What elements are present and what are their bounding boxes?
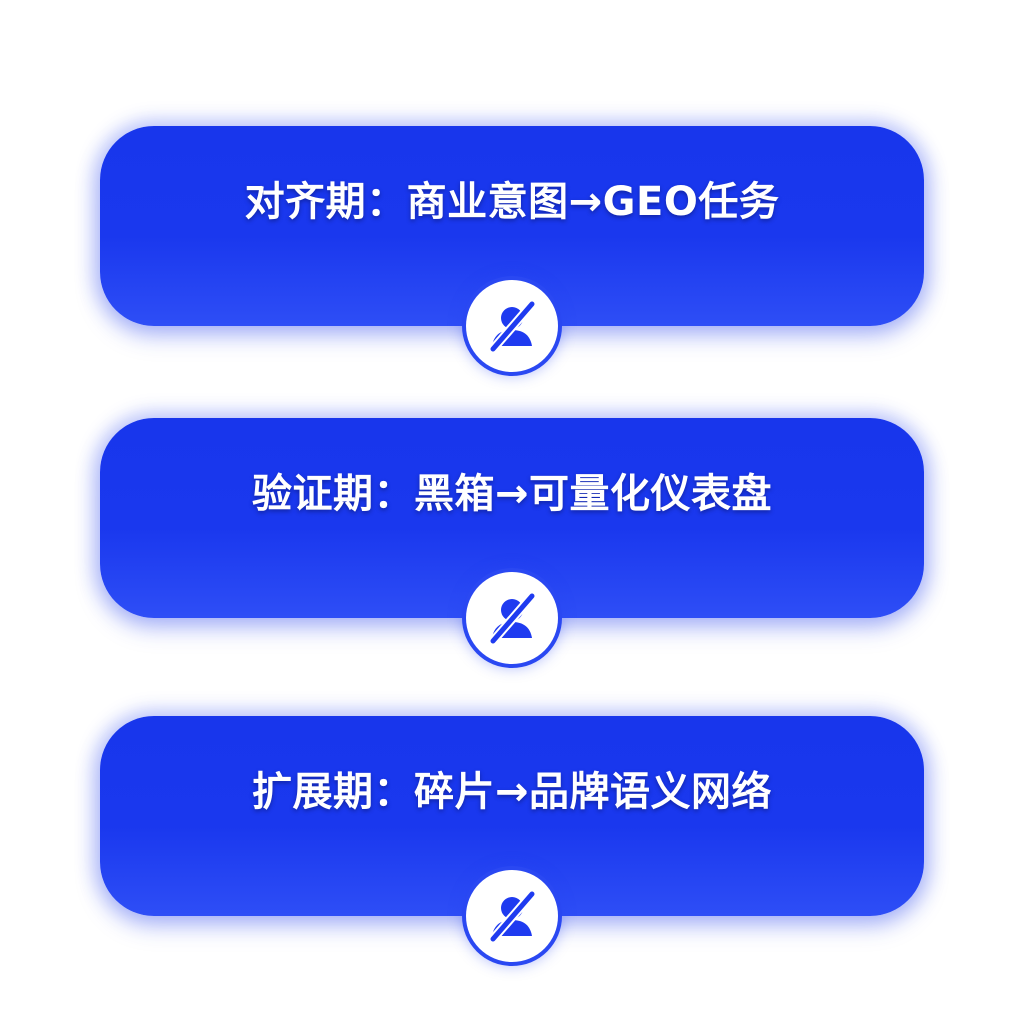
phase-badge-validation: [466, 572, 558, 664]
phase-card-alignment: 对齐期：商业意图→GEO任务: [100, 126, 924, 372]
user-slash-icon: [488, 299, 537, 354]
phase-card-validation: 验证期：黑箱→可量化仪表盘: [100, 418, 924, 664]
user-slash-icon: [488, 889, 537, 944]
phase-title-alignment: 对齐期：商业意图→GEO任务: [244, 179, 780, 225]
phase-title-validation: 验证期：黑箱→可量化仪表盘: [251, 471, 772, 517]
phase-badge-alignment: [466, 280, 558, 372]
phase-title-expansion: 扩展期：碎片→品牌语义网络: [251, 769, 772, 815]
user-slash-icon: [488, 591, 537, 646]
phase-badge-expansion: [466, 870, 558, 962]
phase-card-expansion: 扩展期：碎片→品牌语义网络: [100, 716, 924, 962]
